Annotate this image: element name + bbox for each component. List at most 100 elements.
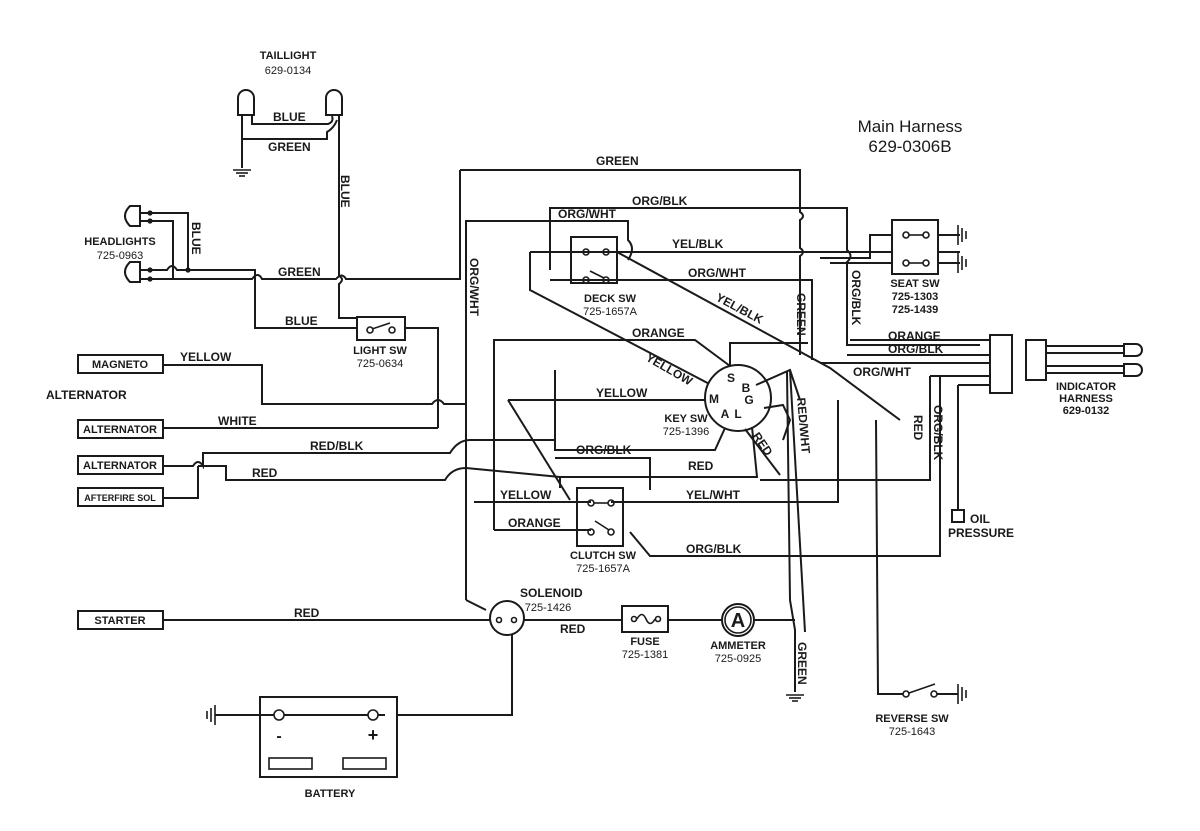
wire-reverse <box>875 419 903 695</box>
wire-green-ground <box>786 371 796 692</box>
alternator-label-2: ALTERNATOR <box>83 460 157 472</box>
wire-label: RED/BLK <box>310 439 364 453</box>
key-switch-pin-l: L <box>734 407 741 421</box>
wire-label: GREEN <box>795 642 809 685</box>
wire-green-top <box>460 169 804 355</box>
seat-switch-part-1: 725-1303 <box>892 291 939 303</box>
oil-pressure-sender <box>951 509 965 523</box>
wire-org-wht-top <box>465 220 633 600</box>
deck-switch <box>570 236 618 284</box>
diagram-title: Main Harness <box>858 117 963 136</box>
wire-label: GREEN <box>268 140 311 154</box>
reverse-switch-label: REVERSE SW <box>875 713 949 725</box>
seat-switch <box>891 219 939 275</box>
wire-label: YEL/WHT <box>686 488 741 502</box>
chassis-ground-icon <box>957 684 967 704</box>
wire-red-right <box>760 376 931 481</box>
wire-label: ORG/WHT <box>467 258 481 317</box>
wire-key-s <box>729 342 808 366</box>
key-switch-part: 725-1396 <box>663 426 710 438</box>
deck-switch-label: DECK SW <box>584 293 637 305</box>
starter-label: STARTER <box>94 615 145 627</box>
wire-label: ORANGE <box>888 329 941 343</box>
wire-label: GREEN <box>278 265 321 279</box>
alternator-label-1: ALTERNATOR <box>83 424 157 436</box>
wire-label: YELLOW <box>596 386 648 400</box>
battery-neg-sign: - <box>276 728 281 745</box>
seat-switch-label: SEAT SW <box>890 278 940 290</box>
taillight-label: TAILLIGHT <box>260 50 317 62</box>
wire-light-switch-out <box>405 327 439 428</box>
oil-pressure-label-2: PRESSURE <box>948 526 1014 540</box>
headlight-lower-icon <box>124 261 141 283</box>
light-switch-label: LIGHT SW <box>353 345 407 357</box>
wire-battery-pos <box>385 635 513 716</box>
taillight <box>237 89 343 116</box>
wire-yel-blk-diag <box>616 251 901 421</box>
wire-label: YELLOW <box>180 350 232 364</box>
headlights <box>124 205 141 283</box>
wire-headlight-green-main <box>140 170 461 280</box>
chassis-ground-icon <box>206 705 216 725</box>
wire-taillight-green <box>242 119 338 140</box>
wire-yellow-diag <box>529 252 741 401</box>
fuse-element-icon <box>636 613 656 625</box>
wire-label: RED <box>294 606 320 620</box>
indicator-harness-part: 629-0132 <box>1063 405 1110 417</box>
afterfire-sol-label: AFTERFIRE SOL <box>84 493 156 503</box>
wire-label: RED <box>688 459 714 473</box>
wire-label: BLUE <box>189 222 203 255</box>
wire-label: YELLOW <box>500 488 552 502</box>
ground-icon <box>786 694 804 702</box>
battery-neg-terminal <box>273 709 285 721</box>
taillight-part: 629-0134 <box>265 65 312 77</box>
key-switch <box>704 364 772 432</box>
indicator-lamp-icon <box>1123 363 1143 377</box>
clutch-switch-label: CLUTCH SW <box>570 550 637 562</box>
wire-headlight-blue-main <box>140 265 362 329</box>
battery-label: BATTERY <box>305 788 356 800</box>
wire-key-l-red <box>744 428 781 476</box>
wire-label: ORANGE <box>632 326 685 340</box>
wire-yel-wht <box>611 400 839 503</box>
wire-label: YELLOW <box>644 350 696 388</box>
wire-label: ORG/WHT <box>853 365 912 379</box>
solenoid-label: SOLENOID <box>520 586 583 600</box>
wire-label: GREEN <box>794 293 808 336</box>
wire-label: BLUE <box>285 314 318 328</box>
wire-label: ORANGE <box>508 516 561 530</box>
diagram-part-number: 629-0306B <box>868 137 951 156</box>
key-switch-pin-g: G <box>744 393 753 407</box>
taillight-right-bulb-icon <box>325 89 343 116</box>
chassis-ground-icon <box>957 225 967 245</box>
ground-icon <box>233 169 251 177</box>
key-switch-pin-m: M <box>709 392 719 406</box>
wire-label: ORG/BLK <box>888 342 944 356</box>
wire-org-blk-right <box>629 376 941 557</box>
key-switch-label: KEY SW <box>664 413 708 425</box>
wire-red-key <box>559 426 759 488</box>
wire-label: ORG/BLK <box>931 405 945 461</box>
key-switch-pin-s: S <box>727 371 735 385</box>
wire-label: RED/WHT <box>794 397 813 455</box>
wire-alt-red <box>198 465 561 481</box>
ammeter-label: AMMETER <box>710 640 766 652</box>
wire-red-blk <box>163 439 555 470</box>
clutch-switch <box>576 487 624 547</box>
wire-org-blk-top <box>549 207 980 346</box>
headlights-part: 725-0963 <box>97 250 144 262</box>
wire-org-wht-solenoid <box>465 599 487 611</box>
battery-pos-terminal <box>367 709 379 721</box>
solenoid-part: 725-1426 <box>525 602 572 614</box>
wire-magneto-yellow <box>163 364 466 405</box>
magneto-label: MAGNETO <box>92 359 148 371</box>
taillight-left-bulb-icon <box>237 89 255 116</box>
ammeter-part: 725-0925 <box>715 653 762 665</box>
wire-orange <box>493 339 731 530</box>
wire-afterfire <box>163 466 199 499</box>
wire-label: ORG/BLK <box>849 270 863 326</box>
indicator-lamp-icon <box>1123 343 1143 357</box>
harness-connector-indicator <box>1025 339 1047 381</box>
reverse-switch-part: 725-1643 <box>889 726 936 738</box>
